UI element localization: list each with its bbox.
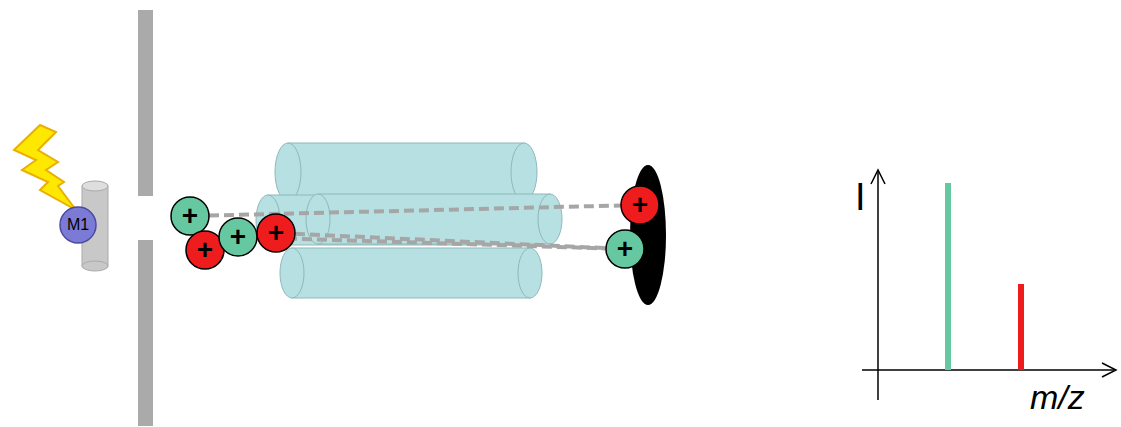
axis-label: m/z (1030, 380, 1085, 414)
node-text: + (182, 202, 198, 230)
ion-green: + (605, 229, 645, 269)
node-text: + (268, 219, 284, 247)
ion-trajectory (295, 234, 606, 248)
ion-red: + (256, 213, 296, 253)
node-text: + (617, 235, 633, 263)
node-text: + (632, 191, 648, 219)
node-text: + (197, 236, 213, 264)
node-text: M1 (67, 217, 89, 233)
spectrum-axes (862, 170, 1116, 400)
ion-green: + (170, 196, 210, 236)
ion-green: + (218, 217, 258, 257)
red-peak (1018, 284, 1024, 370)
axis-label: I (855, 178, 866, 216)
green-peak (945, 183, 951, 370)
node-text: + (230, 223, 246, 251)
entrance-plate (138, 10, 153, 196)
analyte-molecule: M1 (59, 206, 97, 244)
laser-bolt (14, 125, 76, 210)
quadrupole-rods (256, 143, 562, 298)
entrance-plate (138, 240, 153, 426)
ion-red: + (620, 185, 660, 225)
